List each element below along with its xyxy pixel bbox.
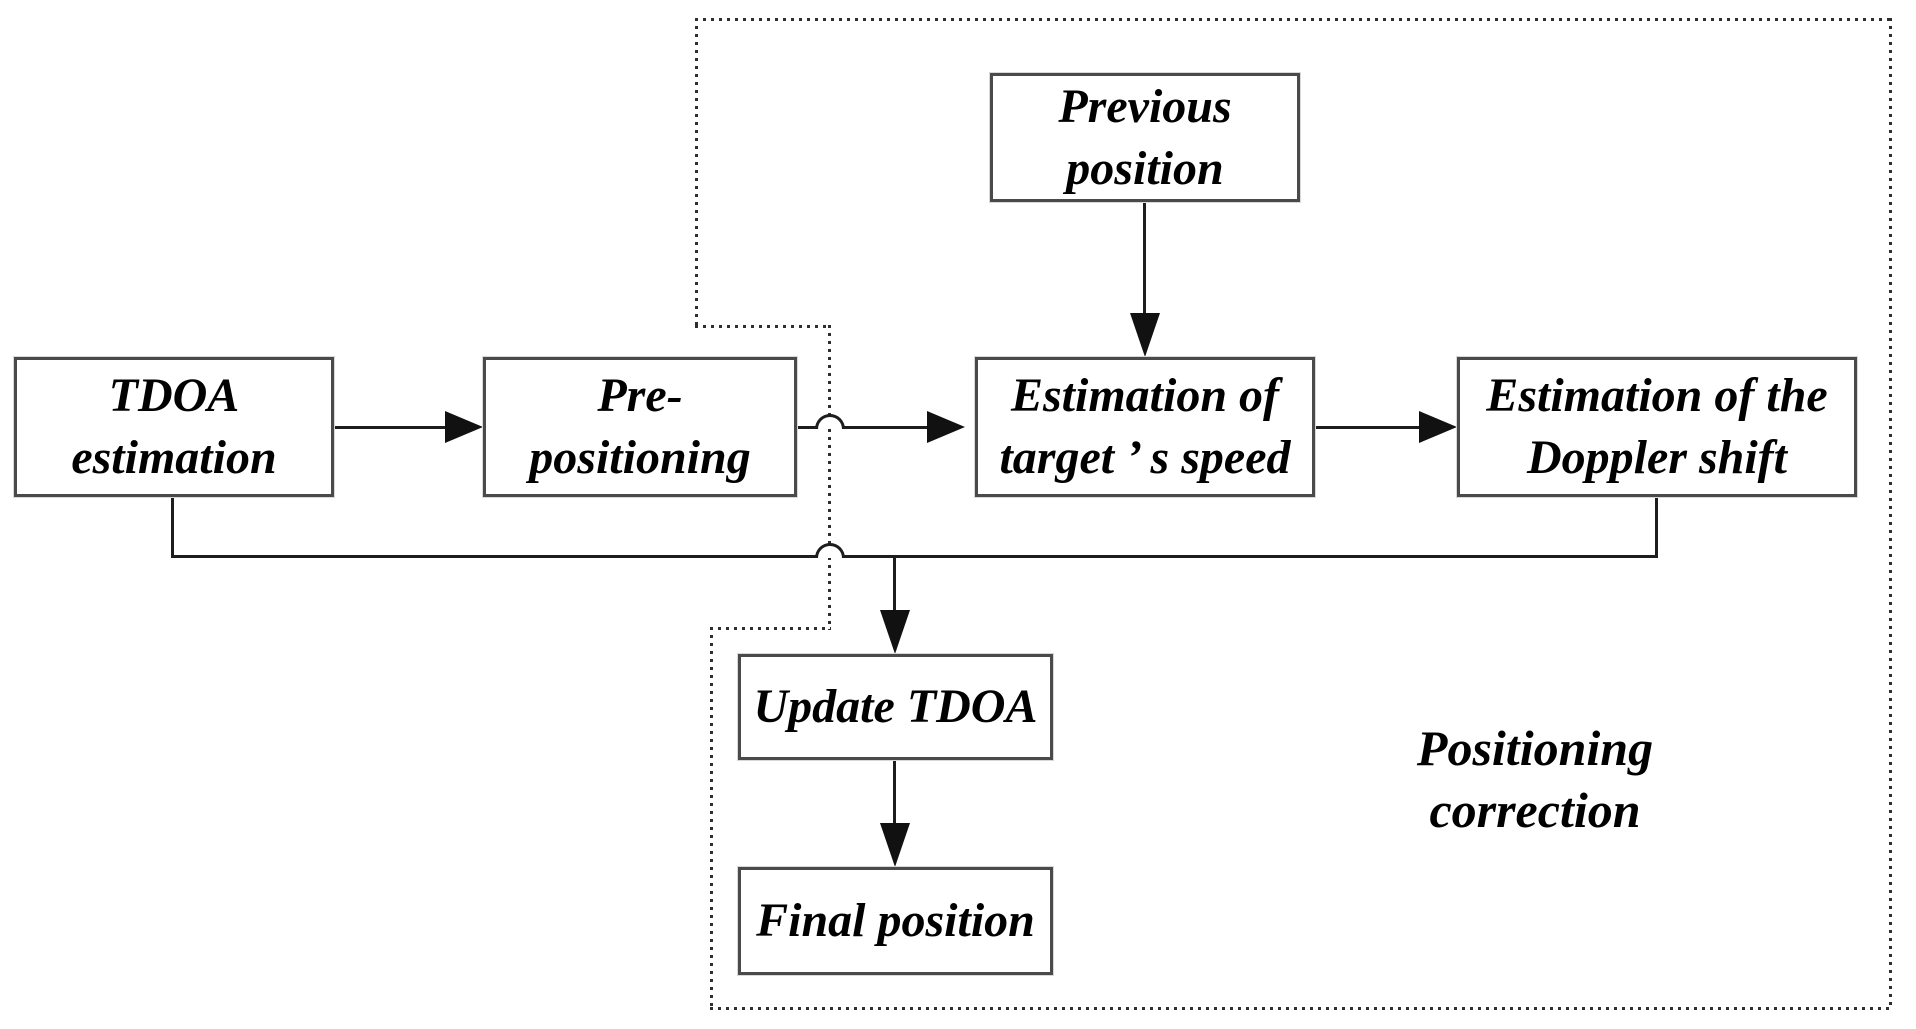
target-speed-label-line2: target ’ s speed — [999, 431, 1291, 484]
arrowhead-into-prepositioning — [445, 411, 483, 443]
arrowhead-into-doppler — [1419, 411, 1457, 443]
arrowhead-into-update-tdoa — [880, 610, 910, 654]
doppler-shift-label-line1: Estimation of the — [1486, 369, 1828, 422]
dotted-region-left-upper-edge — [695, 18, 698, 328]
update-tdoa-label: Update TDOA — [753, 680, 1038, 733]
line-hop-upper — [815, 414, 845, 429]
connector-bus-to-update — [893, 558, 896, 612]
arrowhead-into-speed-top — [1130, 313, 1160, 357]
connector-tdoa-to-prepositioning — [334, 426, 447, 429]
tdoa-estimation-label-line2: estimation — [71, 431, 277, 484]
positioning-correction-label-line1: Positioning — [1416, 720, 1654, 776]
connector-doppler-down — [1655, 497, 1658, 558]
positioning-correction-label-line2: correction — [1429, 782, 1641, 838]
final-position-label: Final position — [756, 894, 1035, 947]
final-position-box: Final position — [738, 867, 1053, 975]
target-speed-box: Estimation of target ’ s speed — [975, 357, 1315, 497]
previous-position-label-line2: position — [1066, 141, 1224, 195]
dotted-region-mid-vertical-edge — [828, 325, 831, 630]
tdoa-estimation-box: TDOA estimation — [14, 357, 334, 497]
connector-previous-to-speed — [1143, 202, 1146, 315]
dotted-region-step-bottom-edge — [710, 627, 831, 630]
dotted-region-step-top-edge — [695, 325, 831, 328]
pre-positioning-box: Pre- positioning — [483, 357, 797, 497]
doppler-shift-box: Estimation of the Doppler shift — [1457, 357, 1857, 497]
arrowhead-into-speed — [927, 411, 965, 443]
doppler-shift-label-line2: Doppler shift — [1526, 431, 1787, 484]
dotted-region-left-lower-edge — [710, 627, 713, 1010]
target-speed-label-line1: Estimation of — [1010, 369, 1280, 422]
dotted-region-bottom-edge — [710, 1007, 1892, 1010]
connector-update-to-final — [893, 760, 896, 825]
dotted-region-top-edge — [695, 18, 1892, 21]
dotted-region-right-edge — [1889, 18, 1892, 1010]
arrowhead-into-final-position — [880, 823, 910, 867]
positioning-correction-label: Positioning correction — [1335, 717, 1735, 841]
line-hop-lower — [815, 543, 845, 558]
connector-feedback-bus — [171, 555, 1658, 558]
pre-positioning-label-line1: Pre- — [597, 369, 683, 422]
update-tdoa-box: Update TDOA — [738, 654, 1053, 760]
connector-speed-to-doppler — [1315, 426, 1421, 429]
connector-tdoa-down — [171, 497, 174, 558]
previous-position-label-line1: Previous — [1058, 79, 1232, 133]
previous-position-box: Previous position — [990, 73, 1300, 202]
pre-positioning-label-line2: positioning — [529, 431, 751, 484]
tdoa-estimation-label-line1: TDOA — [108, 369, 240, 422]
connector-prepositioning-to-speed — [797, 426, 927, 429]
